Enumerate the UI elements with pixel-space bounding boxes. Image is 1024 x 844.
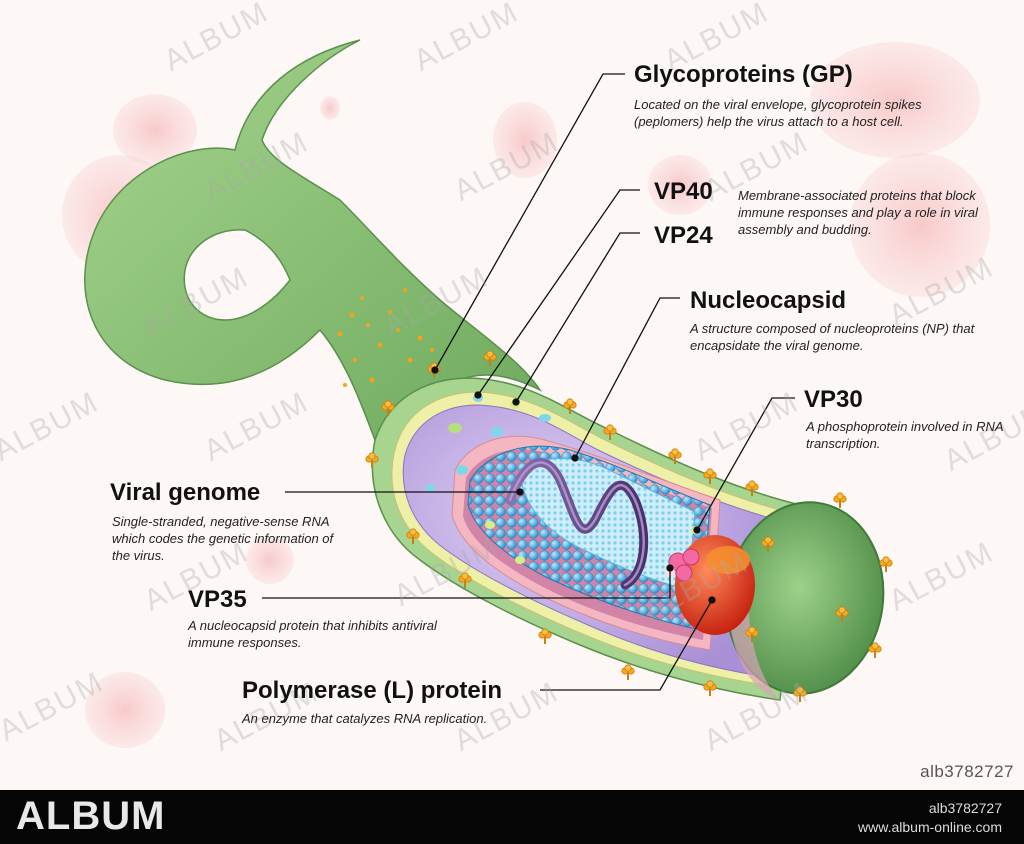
label-glycoproteins: Glycoproteins (GP) bbox=[634, 61, 853, 88]
label-polymerase: Polymerase (L) protein bbox=[242, 677, 503, 704]
ebola-virus-illustration bbox=[62, 39, 990, 748]
desc-vp40-vp24: Membrane-associated proteins that block … bbox=[738, 188, 978, 237]
nucleocapsid-structure bbox=[467, 445, 711, 631]
image-id: alb3782727 bbox=[920, 762, 1014, 781]
footer-url[interactable]: www.album-online.com bbox=[858, 819, 1002, 835]
vp35-protein bbox=[665, 548, 700, 582]
footer-image-code: alb3782727 bbox=[928, 800, 1002, 816]
desc-glycoproteins: Located on the viral envelope, glycoprot… bbox=[634, 97, 922, 129]
label-vp35: VP35 bbox=[188, 586, 247, 613]
footer-bar: ALBUM alb3782727 www.album-online.com bbox=[0, 790, 1024, 844]
label-nucleocapsid: Nucleocapsid bbox=[690, 287, 847, 314]
desc-polymerase: An enzyme that catalyzes RNA replication… bbox=[242, 711, 488, 726]
album-logo: ALBUM bbox=[16, 794, 166, 838]
desc-vp35: A nucleocapsid protein that inhibits ant… bbox=[188, 618, 437, 650]
desc-nucleocapsid: A structure composed of nucleoproteins (… bbox=[690, 321, 975, 353]
label-vp30: VP30 bbox=[804, 386, 863, 413]
desc-viral-genome: Single-stranded, negative-sense RNA whic… bbox=[112, 514, 334, 563]
label-viral-genome: Viral genome bbox=[110, 479, 261, 506]
illustration-area: ALBUM ALBUM ALBUM ALBUM ALBUM ALBUM ALBU… bbox=[0, 0, 1024, 781]
desc-vp30: A phosphoprotein involved in RNA transcr… bbox=[806, 419, 1004, 451]
loose-particles bbox=[337, 288, 434, 387]
label-vp24: VP24 bbox=[654, 222, 713, 249]
label-vp40: VP40 bbox=[654, 178, 713, 205]
leader-lines bbox=[262, 73, 795, 691]
viral-envelope-tail bbox=[84, 39, 543, 442]
